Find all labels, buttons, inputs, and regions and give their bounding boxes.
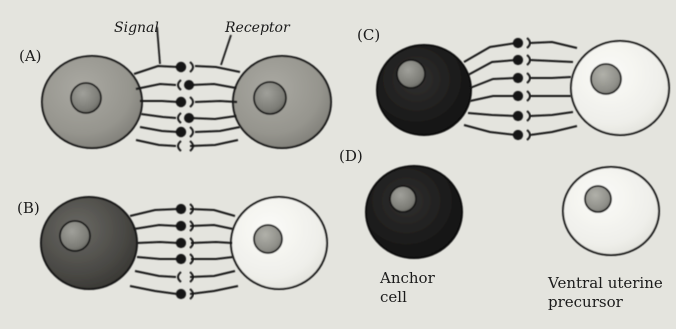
panel-label-b: (B) [17, 201, 40, 216]
anchor-cell-label: Anchor cell [380, 269, 435, 307]
cropped-bottom-text-fragment [0, 322, 676, 329]
panel-a-right-nucleus [254, 82, 286, 114]
panel-a-right-cell [233, 56, 331, 148]
panel-b-signal-markers [176, 204, 186, 299]
panel-c-right-nucleus [591, 64, 621, 94]
receptor-label: Receptor [225, 21, 290, 35]
panel-d-anchor-nucleus [390, 186, 416, 212]
panel-label-d: (D) [339, 149, 363, 164]
panel-a-connectors [134, 66, 240, 146]
panel-b-right-cell [231, 197, 327, 289]
panel-b-receptor-markers [190, 204, 193, 299]
panel-a-callout-lines [157, 27, 231, 65]
panel-a-receptor-markers [184, 62, 194, 151]
ventral-uterine-precursor-label: Ventral uterine precursor [548, 274, 663, 312]
panel-d-ventral-nucleus [585, 186, 611, 212]
panel-c-left-cell [377, 45, 471, 135]
panel-b-left-cell [41, 197, 137, 289]
signal-label: Signal [114, 21, 159, 35]
panel-c-left-nucleus [397, 60, 425, 88]
panel-label-c: (C) [357, 28, 380, 43]
panel-a-left-nucleus [71, 83, 101, 113]
panel-c-signal-markers [513, 38, 523, 140]
panel-d-ventral-uterine-precursor-cell [563, 167, 659, 255]
panel-a-signal-markers [176, 62, 186, 151]
panel-c-receptor-markers [527, 38, 530, 140]
panel-b-right-nucleus [254, 225, 282, 253]
panel-a-left-cell [42, 56, 142, 148]
panel-d-anchor-cell [366, 166, 462, 258]
panel-label-a: (A) [19, 49, 42, 64]
panel-b-connectors [130, 209, 238, 294]
panel-b-left-nucleus [60, 221, 90, 251]
panel-c-right-cell [571, 41, 669, 135]
